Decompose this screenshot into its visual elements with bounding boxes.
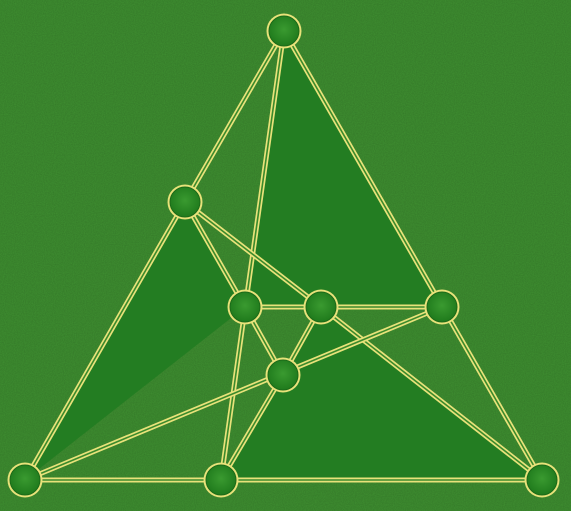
edge-n-top-n-left-upper xyxy=(182,28,287,205)
node-mid-center[interactable] xyxy=(303,289,339,325)
graph-nodes xyxy=(7,13,560,498)
dark-region-1 xyxy=(245,31,442,307)
graph-edges xyxy=(22,28,545,483)
edge-n-mid-center-n-bottom-right xyxy=(318,304,545,483)
edge-n-left-upper-n-mid-left xyxy=(182,199,248,310)
node-mid-left[interactable] xyxy=(227,289,263,325)
node-bottom-left[interactable] xyxy=(7,462,43,498)
dark-region-2 xyxy=(25,202,245,480)
node-mid-right[interactable] xyxy=(424,289,460,325)
dark-region-3 xyxy=(221,307,542,480)
node-top[interactable] xyxy=(266,13,302,49)
edge-n-center-low-n-bottom-middle xyxy=(218,372,286,483)
edge-n-bottom-left-n-mid-right xyxy=(22,304,445,483)
edge-n-top-n-bottom-right xyxy=(281,28,545,483)
dark-regions xyxy=(25,31,542,480)
edge-n-left-upper-n-mid-center xyxy=(182,199,324,310)
edge-n-left-upper-n-bottom-left xyxy=(22,199,188,483)
node-bottom-right[interactable] xyxy=(524,462,560,498)
node-center-low[interactable] xyxy=(265,357,301,393)
node-bottom-middle[interactable] xyxy=(203,462,239,498)
node-left-upper[interactable] xyxy=(167,184,203,220)
